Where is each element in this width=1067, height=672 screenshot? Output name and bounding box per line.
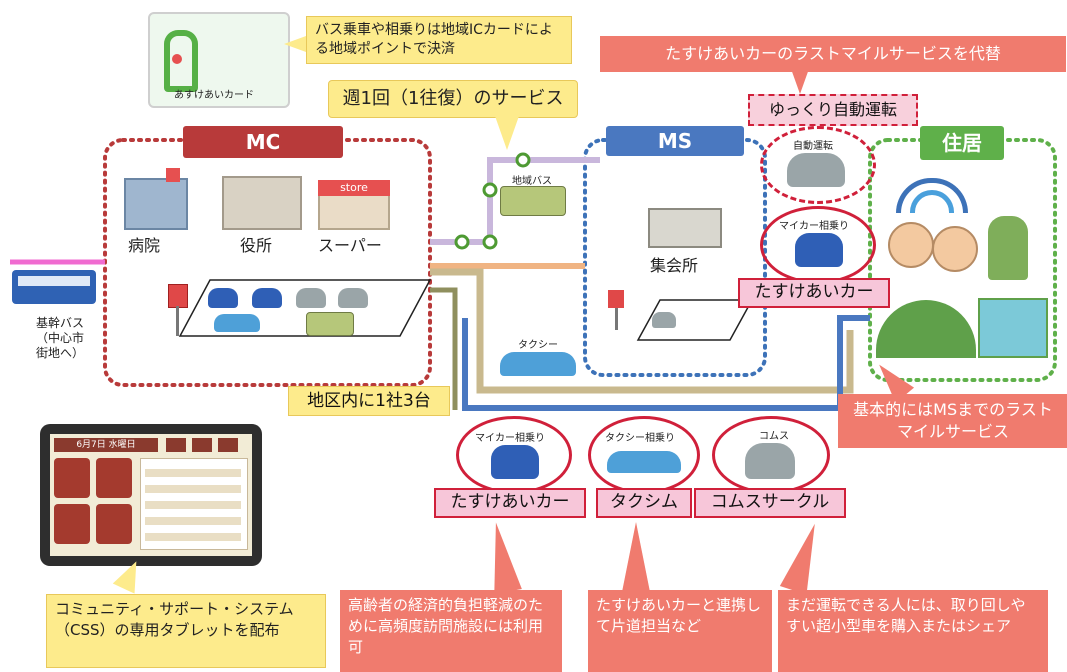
community-hall-label: 集会所 <box>650 256 699 275</box>
tablet-list-item[interactable] <box>145 533 241 541</box>
bottom-circle-comus: コムス <box>712 416 830 494</box>
ultra-compact-car-icon <box>652 312 676 328</box>
car-icon <box>208 288 238 308</box>
autonomous-car-icon <box>787 153 845 187</box>
area-bus-icon <box>500 186 566 216</box>
bottom-label-comus-circle: コムスサークル <box>694 488 846 518</box>
supermarket-icon: store <box>318 180 390 230</box>
trunk-bus-label: 基幹バス （中心市 街地へ） <box>35 316 84 360</box>
bus-stop-sign-icon <box>168 284 188 308</box>
bottom-callout-elderly: 高齢者の経済的負担軽減のために高頻度訪問施設には利用可 <box>340 590 562 672</box>
elderly-couple-icon <box>888 222 980 280</box>
ic-card: あすけあいカード <box>148 12 290 108</box>
bottom-circle-caption: コムス <box>759 431 789 442</box>
card-logo-icon <box>164 30 198 92</box>
tasukeai-car-label: たすけあいカー <box>738 278 890 308</box>
bottom-circle-taxi: タクシー相乗り <box>588 416 700 494</box>
hospital-icon <box>118 168 188 230</box>
tablet-list-item[interactable] <box>145 517 241 525</box>
tablet-support-button[interactable] <box>96 504 132 544</box>
city-hall-label: 役所 <box>240 236 273 255</box>
bottom-label-takushimu: タクシム <box>596 488 692 518</box>
bottom-callout-compact: まだ運転できる人には、取り回しやすい超小型車を購入またはシェア <box>778 590 1048 672</box>
bottom-circle-caption: タクシー相乗り <box>605 433 675 444</box>
rice-field-icon <box>978 298 1048 358</box>
car-icon <box>252 288 282 308</box>
minibus-icon <box>306 312 354 336</box>
community-hall-icon <box>648 208 722 248</box>
ultra-compact-car-icon <box>338 288 368 308</box>
ultra-compact-car-icon <box>745 443 795 479</box>
tablet-device: 6月7日 水曜日 <box>40 424 262 566</box>
tablet-list-item[interactable] <box>145 485 241 493</box>
basic-callout: 基本的にはMSまでのラストマイルサービス <box>838 394 1067 448</box>
tablet-settings-icon[interactable] <box>218 438 238 452</box>
taxi-car-icon <box>214 314 260 332</box>
tablet-callout: コミュニティ・サポート・システム（CSS）の専用タブレットを配布 <box>46 594 326 668</box>
area-bus-route <box>430 157 600 245</box>
tablet-date: 6月7日 水曜日 <box>54 438 158 452</box>
tablet-list-item[interactable] <box>145 501 241 509</box>
city-hall-icon <box>222 176 302 230</box>
tablet-mail-icon[interactable] <box>166 438 186 452</box>
wifi-signal-icon <box>896 178 968 216</box>
tablet-list <box>140 458 248 550</box>
tablet-toggle-icon[interactable] <box>192 438 212 452</box>
mycar-share-label: マイカー相乗り <box>779 221 849 232</box>
taxi-icon <box>607 451 681 473</box>
home-title: 住居 <box>920 126 1004 160</box>
taxi-icon <box>500 352 576 376</box>
car-icon <box>491 445 539 479</box>
tablet-list-item[interactable] <box>145 469 241 477</box>
slow-drive-label: ゆっくり自動運転 <box>748 94 918 126</box>
bottom-circle-caption: マイカー相乗り <box>475 433 545 444</box>
tablet-calendar-button[interactable] <box>54 458 90 498</box>
hospital-label: 病院 <box>128 236 161 255</box>
auto-drive-circle: 自動運転 <box>760 126 876 204</box>
trunk-bus-icon <box>12 270 96 304</box>
ms-title: MS <box>606 126 744 156</box>
area-bus-label: 地域バス <box>512 176 552 187</box>
farmer-icon <box>988 216 1028 280</box>
tablet-face-button[interactable] <box>54 504 90 544</box>
card-callout: バス乗車や相乗りは地域ICカードによる地域ポイントで決済 <box>306 16 572 64</box>
taxi-companies-label: 地区内に1社3台 <box>288 386 450 416</box>
card-caption: あすけあいカード <box>174 90 254 101</box>
lastmile-callout: たすけあいカーのラストマイルサービスを代替 <box>600 36 1066 72</box>
car-icon <box>795 233 843 267</box>
bottom-callout-connect: たすけあいカーと連携して片道担当など <box>588 590 772 672</box>
auto-drive-label: 自動運転 <box>793 141 833 152</box>
bus-stop-sign-icon <box>608 290 624 308</box>
taxi-label: タクシー <box>518 340 558 351</box>
store-sign: store <box>318 180 390 196</box>
weekly-callout: 週1回（1往復）のサービス <box>328 80 578 118</box>
supermarket-label: スーパー <box>318 236 382 255</box>
mc-title: MC <box>183 126 343 158</box>
bottom-circle-mycar: マイカー相乗り <box>456 416 572 494</box>
tablet-car-button[interactable] <box>96 458 132 498</box>
bottom-label-tasukeai: たすけあいカー <box>434 488 586 518</box>
mycar-share-circle: マイカー相乗り <box>760 206 876 284</box>
ultra-compact-car-icon <box>296 288 326 308</box>
